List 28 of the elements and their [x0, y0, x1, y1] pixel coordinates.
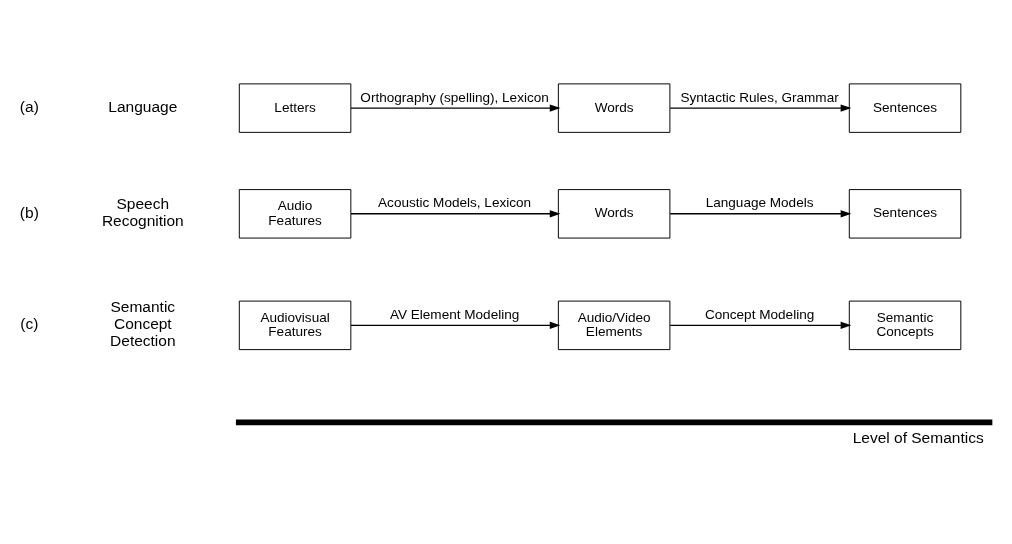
label: (c)	[20, 314, 39, 332]
edge-label: Concept Modeling	[704, 306, 815, 322]
label: (a)	[19, 97, 39, 115]
arrow	[669, 209, 852, 218]
node-box: Letters	[238, 82, 352, 133]
arrow	[350, 103, 561, 112]
node-box: Audio Features	[238, 188, 352, 239]
edge-label: Orthography (spelling), Lexicon	[360, 89, 549, 105]
edge-label: Acoustic Models, Lexicon	[378, 194, 532, 210]
label: Level of Semantics	[852, 428, 984, 446]
arrow	[669, 103, 852, 112]
node-box: Sentences	[848, 188, 962, 239]
edge-label: AV Element Modeling	[389, 306, 520, 322]
arrow	[350, 209, 561, 218]
label: Semantic Concept Detection	[110, 297, 176, 349]
node-box: Words	[557, 188, 671, 239]
arrow	[350, 321, 561, 329]
node-box: Semantic Concepts	[848, 300, 962, 350]
label: Speech Recognition	[101, 194, 184, 229]
label: Language	[108, 97, 178, 115]
label: (b)	[19, 203, 39, 221]
edge-label: Language Models	[705, 194, 814, 210]
node-box: Audiovisual Features	[238, 300, 352, 350]
node-box: Sentences	[848, 82, 962, 133]
node-box: Audio/Video Elements	[557, 300, 671, 350]
arrow	[669, 321, 852, 329]
edge-label: Syntactic Rules, Grammar	[680, 89, 839, 105]
node-box: Words	[557, 82, 671, 133]
